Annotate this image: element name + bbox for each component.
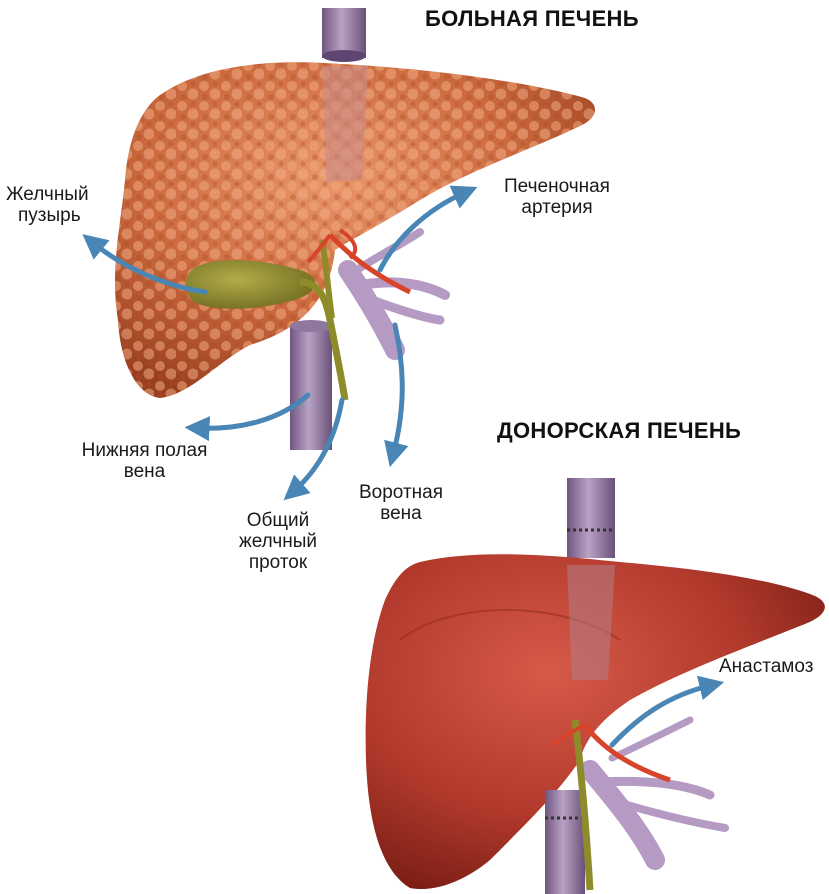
diseased-liver-title: БОЛЬНАЯ ПЕЧЕНЬ [425, 6, 639, 32]
label-anastomosis: Анастамоз [719, 656, 813, 677]
label-hepatic-artery: Печеночная артерия [472, 176, 642, 218]
label-common-bile-duct: Общий желчный проток [223, 510, 333, 573]
label-inferior-vena-cava: Нижняя полая вена [52, 440, 237, 482]
diseased-ivc-through-liver [322, 66, 368, 182]
label-portal-vein: Воротная вена [340, 482, 462, 524]
diseased-ivc-lower [290, 326, 332, 450]
label-gallbladder: Желчный пузырь [6, 184, 89, 226]
diseased-liver-group [115, 8, 595, 450]
donor-portal-vein [590, 720, 725, 860]
donor-ivc-top [567, 478, 615, 558]
donor-liver-title: ДОНОРСКАЯ ПЕЧЕНЬ [497, 418, 741, 444]
donor-ivc-lower [545, 790, 585, 894]
donor-liver-group [366, 478, 825, 894]
